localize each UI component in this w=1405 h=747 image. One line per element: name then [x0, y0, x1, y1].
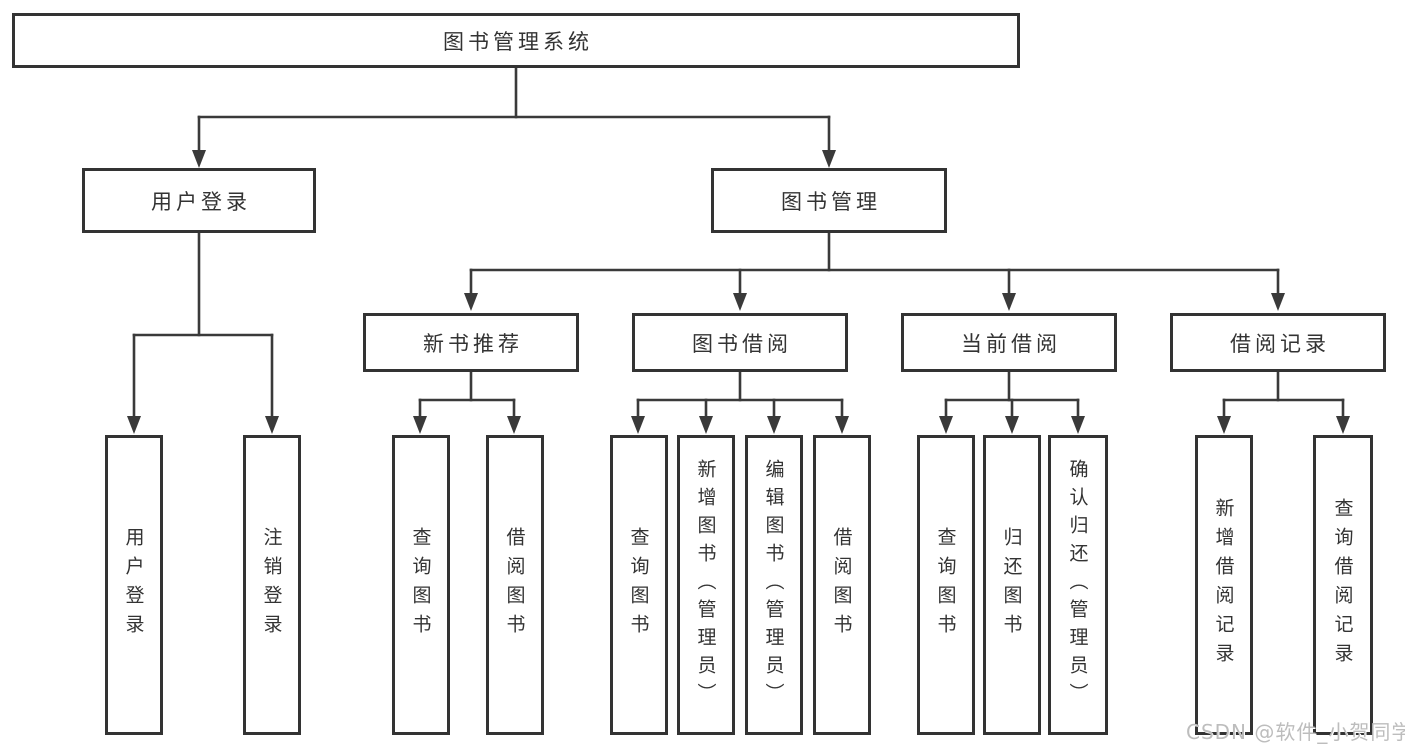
leaf-add-borrow-record: 新增借阅记录: [1195, 435, 1253, 735]
node-label: 图书借阅: [692, 331, 792, 356]
node-label: 查询借阅记录: [1331, 498, 1354, 672]
node-label: 借阅图书: [503, 527, 526, 643]
node-label: 查询图书: [934, 527, 957, 643]
node-label: 注销登录: [260, 527, 283, 643]
node-new-book-recommend: 新书推荐: [363, 313, 579, 372]
node-library-management-system: 图书管理系统: [12, 13, 1020, 68]
node-label: 借阅图书: [830, 527, 853, 643]
leaf-borrow-books: 借阅图书: [813, 435, 871, 735]
node-label: 借阅记录: [1230, 331, 1330, 356]
leaf-query-borrow-record: 查询借阅记录: [1313, 435, 1373, 735]
node-label: 编辑图书（管理员）: [762, 459, 785, 711]
node-label: 确认归还（管理员）: [1066, 459, 1089, 711]
leaf-user-login: 用户登录: [105, 435, 163, 735]
node-book-borrow: 图书借阅: [632, 313, 848, 372]
leaf-query-books: 查询图书: [917, 435, 975, 735]
node-label: 用户登录: [151, 189, 251, 214]
leaf-return-books: 归还图书: [983, 435, 1041, 735]
leaf-confirm-return-admin: 确认归还（管理员）: [1048, 435, 1108, 735]
node-label: 用户登录: [122, 527, 145, 643]
leaf-query-books: 查询图书: [610, 435, 668, 735]
node-label: 新增图书（管理员）: [694, 459, 717, 711]
node-label: 归还图书: [1000, 527, 1023, 643]
csdn-watermark: CSDN @软件_小贺同学: [1186, 720, 1405, 744]
node-label: 当前借阅: [961, 331, 1061, 356]
node-label: 图书管理系统: [443, 29, 593, 54]
node-book-management: 图书管理: [711, 168, 947, 233]
leaf-edit-books-admin: 编辑图书（管理员）: [745, 435, 803, 735]
node-label: 查询图书: [409, 527, 432, 643]
node-label: 新增借阅记录: [1212, 498, 1235, 672]
node-label: 新书推荐: [423, 331, 523, 356]
arrowheads: [127, 150, 1350, 434]
leaf-logout: 注销登录: [243, 435, 301, 735]
leaf-query-books: 查询图书: [392, 435, 450, 735]
leaf-borrow-books: 借阅图书: [486, 435, 544, 735]
node-label: 查询图书: [627, 527, 650, 643]
node-borrow-records: 借阅记录: [1170, 313, 1386, 372]
leaf-add-books-admin: 新增图书（管理员）: [677, 435, 735, 735]
node-user-login: 用户登录: [82, 168, 316, 233]
node-current-borrow: 当前借阅: [901, 313, 1117, 372]
node-label: 图书管理: [781, 189, 881, 214]
